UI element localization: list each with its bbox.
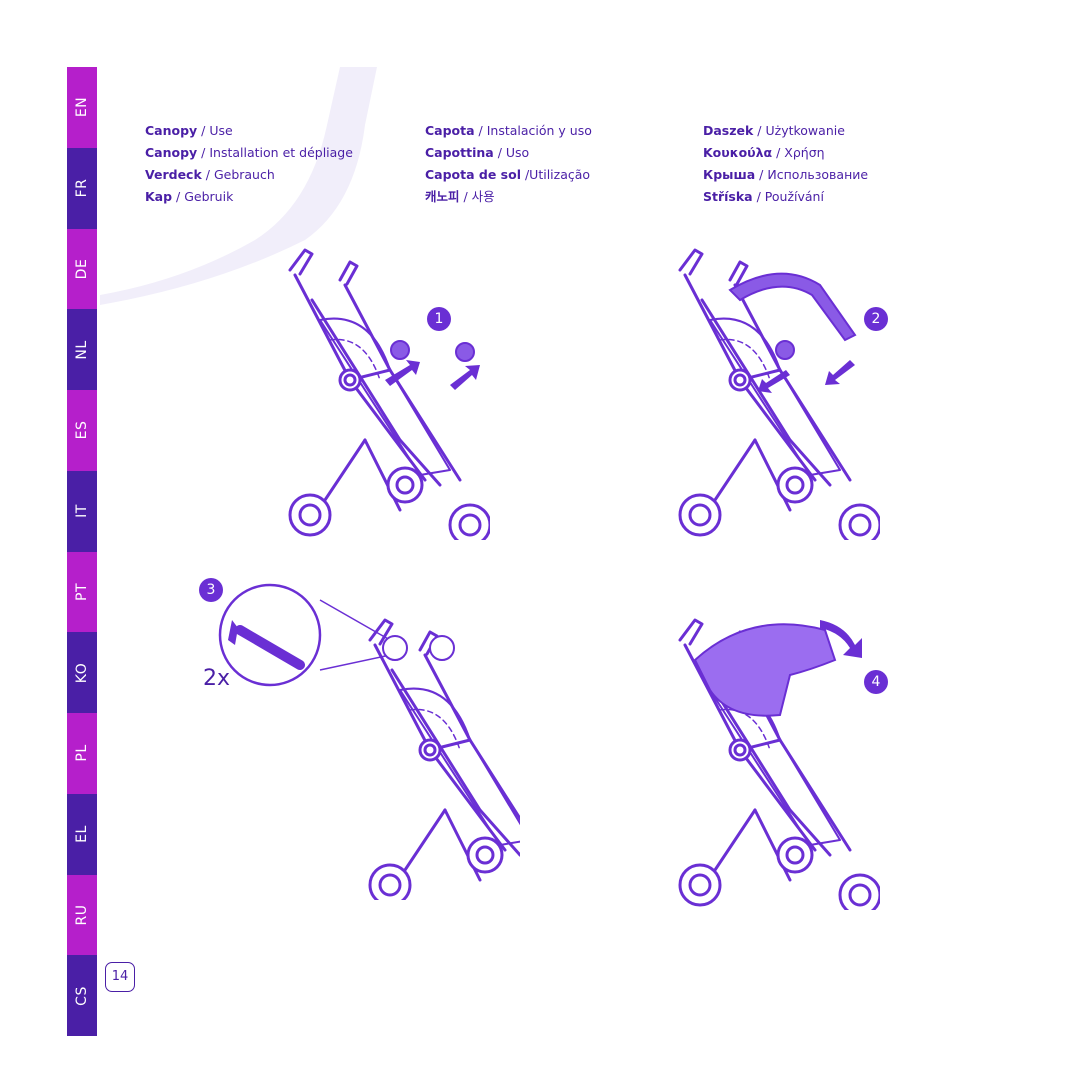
heading-fr: Canopy / Installation et dépliage xyxy=(145,145,353,160)
step-2-badge: 2 xyxy=(864,307,888,331)
step-3-badge: 3 xyxy=(199,578,223,602)
header-column-2: Capota / Instalación y uso Capottina / U… xyxy=(425,120,592,208)
step2-illustration xyxy=(678,248,880,540)
heading-nl: Kap / Gebruik xyxy=(145,189,234,204)
lang-tab-ru[interactable]: RU xyxy=(67,874,97,956)
step-1-badge: 1 xyxy=(427,307,451,331)
header-column-1: Canopy / Use Canopy / Installation et dé… xyxy=(145,120,353,208)
lang-tab-de[interactable]: DE xyxy=(67,228,97,310)
heading-ko: 캐노피 / 사용 xyxy=(425,189,495,204)
heading-pl: Daszek / Użytkowanie xyxy=(703,123,845,138)
heading-it: Capottina / Uso xyxy=(425,145,530,160)
lang-tab-pt[interactable]: PT xyxy=(67,551,97,633)
zoom-lines xyxy=(319,599,391,671)
lang-tab-nl[interactable]: NL xyxy=(67,309,97,390)
stroller-drawing xyxy=(678,248,880,540)
lang-tab-ko[interactable]: KO xyxy=(67,632,97,713)
unfold-arrow-icon xyxy=(820,620,862,658)
arrow-icon xyxy=(825,360,855,385)
step3-illustration xyxy=(218,583,520,900)
heading-de: Verdeck / Gebrauch xyxy=(145,167,275,182)
language-sidebar: EN FR DE NL ES IT PT KO PL EL RU CS xyxy=(67,67,97,1036)
heading-pt: Capota de sol /Utilização xyxy=(425,167,591,182)
lang-tab-pl[interactable]: PL xyxy=(67,713,97,794)
decorative-swoosh xyxy=(100,67,377,305)
heading-ru: Крыша / Использование xyxy=(703,167,869,182)
canopy-open-icon xyxy=(693,623,837,717)
page-number: 14 xyxy=(105,962,135,992)
repeat-count-label: 2x xyxy=(203,666,231,691)
heading-en: Canopy / Use xyxy=(145,123,233,138)
clip-highlight-left xyxy=(382,635,408,661)
clip-highlight-right xyxy=(429,635,455,661)
step-4-badge: 4 xyxy=(864,670,888,694)
arrow-icon xyxy=(450,365,480,390)
canopy-clip-icon xyxy=(455,342,475,362)
heading-el: Κουκούλα / Χρήση xyxy=(703,145,825,160)
canopy-clip-icon xyxy=(775,340,795,360)
lang-tab-it[interactable]: IT xyxy=(67,470,97,552)
canopy-clip-icon xyxy=(390,340,410,360)
canopy-frame-icon xyxy=(728,272,857,342)
lang-tab-fr[interactable]: FR xyxy=(67,147,97,229)
heading-cs: Stříska / Používání xyxy=(703,189,824,204)
lang-tab-cs[interactable]: CS xyxy=(67,955,97,1036)
lang-tab-en[interactable]: EN xyxy=(67,67,97,148)
header-column-3: Daszek / Użytkowanie Κουκούλα / Χρήση Кр… xyxy=(703,120,868,208)
step1-illustration xyxy=(288,248,490,540)
arrow-icon xyxy=(385,360,420,386)
heading-es: Capota / Instalación y uso xyxy=(425,123,592,138)
arrow-icon xyxy=(758,370,790,393)
stroller-drawing xyxy=(288,248,490,540)
arrow-up-icon xyxy=(228,620,238,645)
lang-tab-el[interactable]: EL xyxy=(67,793,97,875)
step4-illustration xyxy=(678,618,880,910)
lang-tab-es[interactable]: ES xyxy=(67,390,97,471)
strap-detail xyxy=(235,625,305,670)
